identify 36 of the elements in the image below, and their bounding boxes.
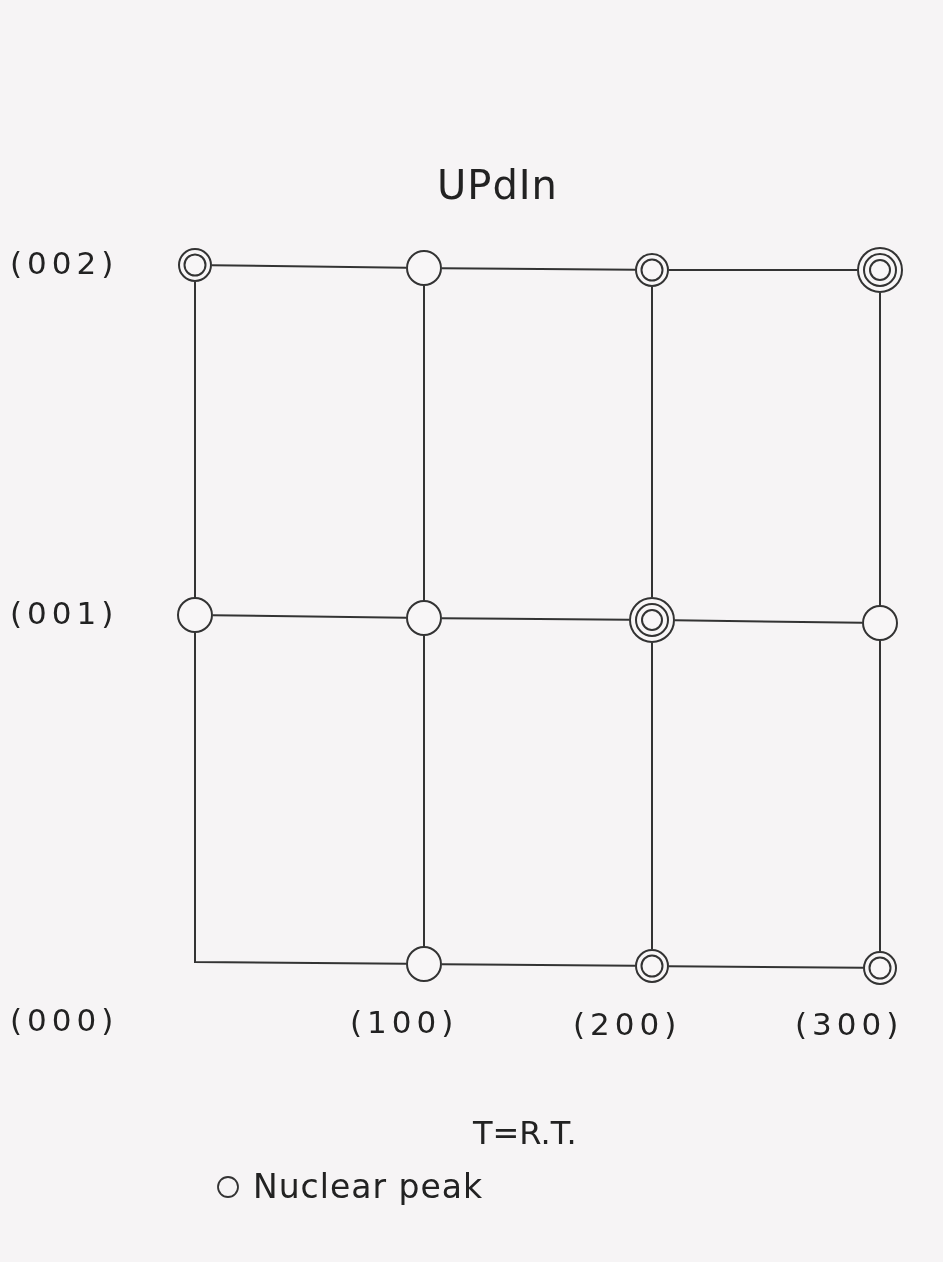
double-ring-peak-marker [635,949,669,983]
peak-marker [177,597,213,633]
index-label: (001) [10,598,119,629]
peak-marker [406,600,442,636]
lattice-line [668,965,864,969]
lattice-line [674,619,863,624]
legend-label: Nuclear peak [253,1170,484,1203]
index-label: (100) [350,1007,459,1038]
temperature-label: T=R.T. [473,1117,577,1149]
lattice-line [441,617,630,621]
triple-ring-peak-marker [857,247,903,293]
index-label: (200) [573,1009,682,1040]
double-ring-peak-marker [635,253,669,287]
chart-title: UPdIn [437,165,558,205]
lattice-line [212,614,407,619]
lattice-line [423,285,425,601]
lattice-line [211,264,407,269]
lattice-line [879,640,881,952]
double-ring-peak-marker [863,951,897,985]
lattice-line [879,292,881,606]
index-label: (002) [10,248,119,279]
index-label: (000) [10,1005,119,1036]
peak-marker [406,250,442,286]
lattice-line [441,267,636,271]
lattice-line [651,286,653,598]
lattice-line [441,963,636,967]
triple-ring-peak-marker [629,597,675,643]
peak-marker [862,605,898,641]
double-ring-peak-marker [178,248,212,282]
lattice-line [423,635,425,947]
peak-marker [406,946,442,982]
lattice-line [194,281,196,598]
lattice-line [651,642,653,950]
lattice-line [668,269,858,271]
lattice-line [194,632,407,965]
index-label: (300) [795,1009,904,1040]
